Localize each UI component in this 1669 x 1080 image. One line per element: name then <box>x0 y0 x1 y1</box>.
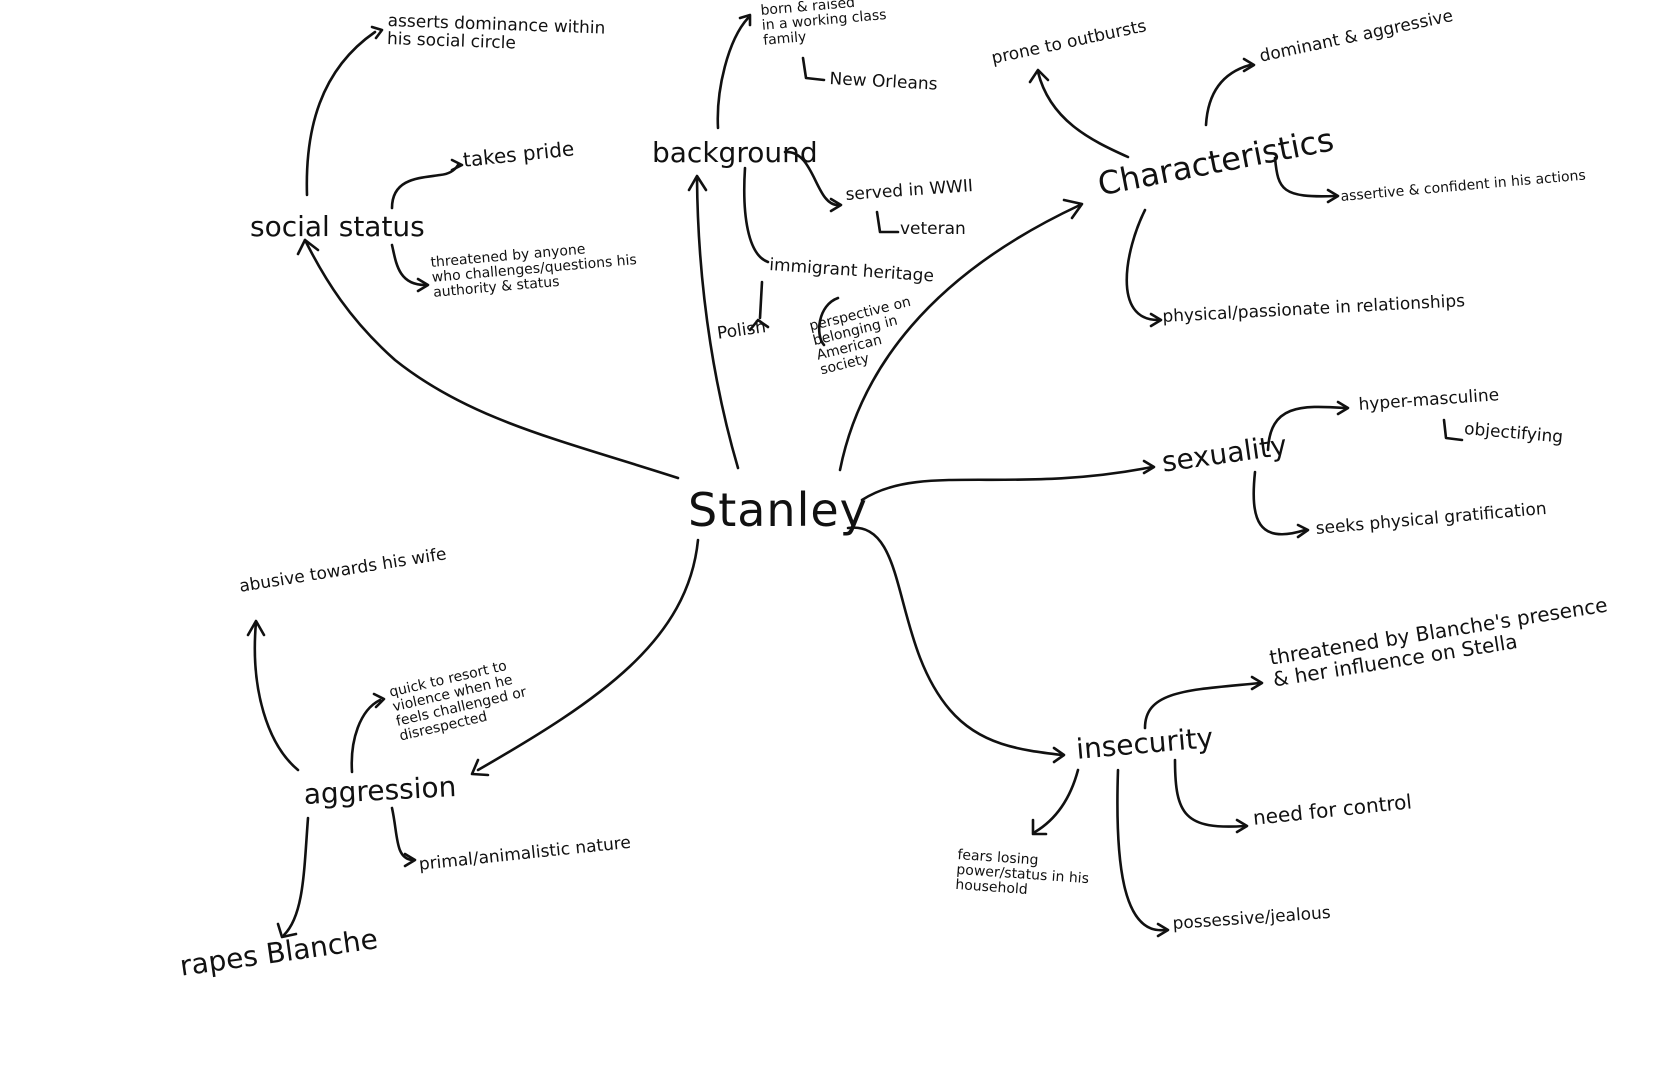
arrowhead-possessive <box>1156 922 1170 938</box>
link-takes-pride <box>390 163 460 210</box>
arrowhead-fears-losing <box>1031 818 1048 836</box>
arrowhead-threatened-blanche <box>1250 675 1264 691</box>
arrowhead-takes-pride <box>450 158 464 172</box>
link-immigrant <box>742 166 770 264</box>
link-need-control <box>1173 758 1247 828</box>
link-threatened-blanche <box>1143 681 1262 730</box>
link-new-orleans <box>801 56 826 82</box>
arrowhead-social-status <box>296 238 320 256</box>
link-dominant <box>1204 63 1252 127</box>
arrowhead-primal <box>403 852 417 868</box>
link-polish <box>758 280 764 320</box>
link-perspective <box>817 296 840 347</box>
arrowhead-physical <box>1149 312 1163 328</box>
link-center-background <box>695 176 740 470</box>
branch-label-social-status: social status <box>250 210 425 243</box>
central-node-stanley: Stanley <box>688 483 868 537</box>
arrowhead-polish <box>748 318 770 332</box>
arrowhead-abusive <box>246 619 266 637</box>
link-hyper-masculine <box>1266 405 1347 452</box>
link-quick-violence <box>350 698 382 774</box>
arrowhead-gratification <box>1296 523 1310 539</box>
note-fears-losing-power: fears losing power/status in his househo… <box>954 847 1090 899</box>
arrowhead-aggression <box>470 758 490 777</box>
link-primal <box>390 806 414 862</box>
arrowhead-assertive <box>1326 188 1340 204</box>
link-gratification <box>1252 470 1307 536</box>
link-possessive <box>1116 768 1167 932</box>
link-veteran <box>875 210 900 234</box>
note-veteran: veteran <box>900 219 966 239</box>
link-outbursts <box>1036 70 1130 159</box>
arrowhead-sexuality <box>1142 459 1156 475</box>
arrowhead-need-control <box>1235 818 1249 834</box>
branch-label-background: background <box>652 136 818 169</box>
arrowhead-insecurity <box>1052 746 1066 764</box>
link-working-class <box>716 16 750 130</box>
link-assertive <box>1273 156 1337 198</box>
link-center-social-status <box>303 238 680 480</box>
arrowhead-characteristics <box>1062 198 1084 220</box>
arrowhead-working-class <box>738 13 752 27</box>
link-center-sexuality <box>860 465 1154 502</box>
arrowhead-asserts-dominance <box>370 25 384 40</box>
link-threatened-authority <box>390 243 427 287</box>
arrowhead-dominant <box>1242 57 1256 73</box>
arrowhead-threatened-authority <box>416 277 430 293</box>
link-asserts-dominance <box>305 30 377 197</box>
link-center-aggression <box>476 538 700 772</box>
arrowhead-outbursts <box>1028 68 1050 84</box>
arrowhead-served-wwii <box>829 197 843 213</box>
link-served-wwii <box>783 150 840 207</box>
arrowhead-background <box>687 174 708 192</box>
link-physical <box>1125 208 1160 322</box>
note-asserts-dominance: asserts dominance within his social circ… <box>386 11 606 54</box>
link-fears-losing <box>1033 768 1080 834</box>
link-objectifying <box>1442 418 1464 442</box>
link-abusive <box>253 620 300 772</box>
arrowhead-hyper-masculine <box>1336 400 1350 416</box>
arrowhead-rapes-blanche <box>276 922 298 939</box>
link-center-insecurity <box>846 526 1064 757</box>
link-center-characteristics <box>838 203 1082 472</box>
arrowhead-quick-violence <box>372 692 386 709</box>
link-rapes-blanche <box>282 816 310 937</box>
